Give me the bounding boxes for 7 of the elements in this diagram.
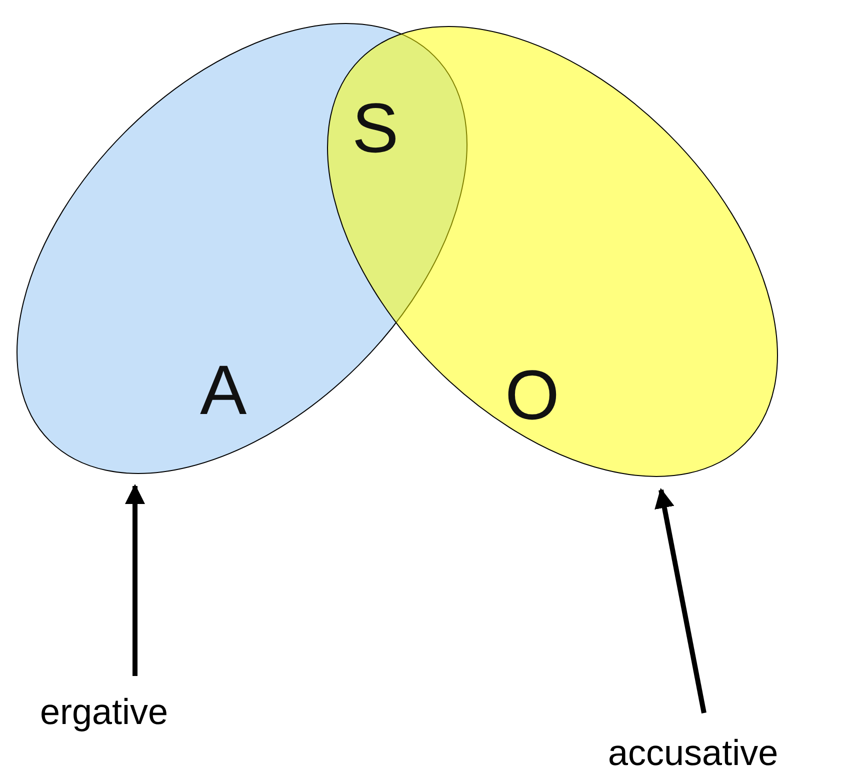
arrow [654, 488, 706, 714]
set-letter: S [352, 93, 399, 163]
arrow [125, 484, 145, 676]
case-label: accusative [608, 733, 778, 773]
set-letter: A [200, 355, 247, 425]
set-letter: O [505, 360, 560, 430]
case-label: ergative [40, 692, 168, 732]
